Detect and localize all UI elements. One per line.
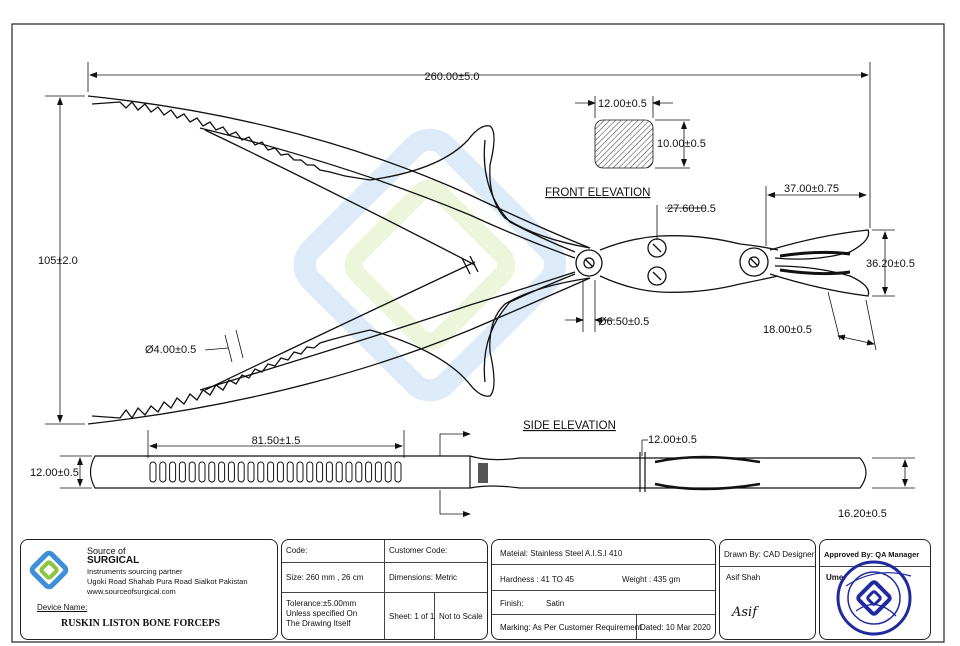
- grip-slot: [325, 461, 333, 483]
- spec-box: Code: Customer Code: Size: 260 mm , 26 c…: [281, 539, 488, 640]
- grip-slot: [306, 461, 314, 483]
- grip-slot: [365, 461, 373, 483]
- customer-code-label: Customer Code:: [389, 546, 448, 555]
- device-name: RUSKIN LISTON BONE FORCEPS: [61, 618, 221, 629]
- hardness-value: Hardness : 41 TO 45: [500, 575, 574, 584]
- grip-slot: [267, 461, 275, 483]
- grip-slot: [237, 461, 245, 483]
- dim-side-thickness-mid: 12.00±0.5: [648, 434, 697, 446]
- side-dimensions: [60, 430, 915, 517]
- grip-slot: [316, 461, 324, 483]
- sheet-value: Sheet: 1 of 1: [389, 612, 435, 621]
- grip-slot: [296, 461, 304, 483]
- dim-pivot-offset: 27.60±0.5: [667, 203, 716, 215]
- weight-value: Weight : 435 gm: [622, 575, 681, 584]
- front-elevation-drawing: [87, 95, 870, 425]
- company-logo-icon: [29, 550, 69, 590]
- material-value: Mateial: Stainless Steel A.I.S.I 410: [500, 549, 623, 558]
- side-elevation-drawing: [89, 452, 867, 492]
- grip-slot: [208, 461, 216, 483]
- company-source-of: Source of: [87, 546, 126, 556]
- front-elevation-title: FRONT ELEVATION: [545, 187, 650, 199]
- grip-slot: [218, 461, 226, 483]
- scale-value: Not to Scale: [439, 612, 483, 621]
- grip-slot: [149, 461, 157, 483]
- size-value: Size: 260 mm , 26 cm: [286, 573, 364, 582]
- dim-handle-grip: 81.50±1.5: [252, 435, 301, 447]
- drawn-by-label: Drawn By: CAD Designer: [724, 550, 815, 559]
- grip-slot: [188, 461, 196, 483]
- company-address: Ugoki Road Shahab Pura Road Sialkot Paki…: [87, 577, 248, 586]
- dim-height: 105±2.0: [38, 255, 78, 267]
- device-name-label: Device Name:: [37, 603, 88, 612]
- dim-side-tip: 16.20±0.5: [838, 508, 887, 520]
- marking-value: Marking: As Per Customer Requirement: [500, 623, 642, 632]
- grip-slot: [257, 461, 265, 483]
- dimensions-value: Dimensions: Metric: [389, 573, 458, 582]
- quality-stamp: [836, 560, 912, 636]
- grip-slot: [394, 461, 402, 483]
- grip-slot: [335, 461, 343, 483]
- company-name: SURGICAL: [87, 555, 140, 566]
- company-box: Source of SURGICAL Instruments sourcing …: [20, 539, 278, 640]
- code-label: Code:: [286, 546, 308, 555]
- grip-slot: [178, 461, 186, 483]
- front-dimensions: [45, 62, 895, 425]
- grip-slot: [227, 461, 235, 483]
- dim-overall-length: 260.00±5.0: [425, 71, 480, 83]
- drawn-by-name: Asif Shah: [726, 573, 761, 582]
- grip-slot: [198, 461, 206, 483]
- drawn-by-signature: Asif: [732, 605, 758, 620]
- grip-slot: [169, 461, 177, 483]
- drawn-by-box: Drawn By: CAD Designer Asif Shah Asif: [719, 539, 816, 640]
- dim-jaw-opening: 36.20±0.5: [866, 258, 915, 270]
- grip-slot: [374, 461, 382, 483]
- dim-jaw-width: 18.00±0.5: [763, 324, 812, 336]
- dim-side-thickness-left: 12.00±0.5: [30, 467, 79, 479]
- dim-section-width: 12.00±0.5: [598, 98, 647, 110]
- company-website: www.sourceofsurgical.com: [87, 587, 176, 596]
- dim-section-height: 10.00±0.5: [657, 138, 706, 150]
- tolerance-line-1: Tolerance:±5.00mm: [286, 599, 357, 608]
- grip-slot: [384, 461, 392, 483]
- drawing-border: [11, 23, 945, 643]
- tolerance-line-2: Unless specified On: [286, 609, 358, 618]
- tolerance-line-3: The Drawing Itself: [286, 619, 351, 628]
- approved-by-name: Umer: [826, 573, 847, 582]
- company-tagline: Instruments sourcing partner: [87, 567, 183, 576]
- grip-slot: [276, 461, 284, 483]
- dated-value: Dated: 10 Mar 2020: [640, 623, 711, 632]
- grip-slot: [159, 461, 167, 483]
- grip-slot: [355, 461, 363, 483]
- dim-jaw-length: 37.00±0.75: [784, 183, 839, 195]
- grip-slot: [247, 461, 255, 483]
- material-box: Mateial: Stainless Steel A.I.S.I 410 Har…: [491, 539, 716, 640]
- approved-by-label: Approved By: QA Manager: [824, 550, 920, 559]
- approved-by-box: Approved By: QA Manager Umer: [819, 539, 931, 640]
- grip-slot: [286, 461, 294, 483]
- finish-value: Satin: [546, 599, 565, 608]
- dim-hole-dia: Ø4.00±0.5: [145, 344, 196, 356]
- grip-slot: [345, 461, 353, 483]
- finish-label: Finish:: [500, 599, 524, 608]
- side-elevation-title: SIDE ELEVATION: [523, 420, 616, 432]
- dim-pivot-hole: Ø6.50±0.5: [598, 316, 649, 328]
